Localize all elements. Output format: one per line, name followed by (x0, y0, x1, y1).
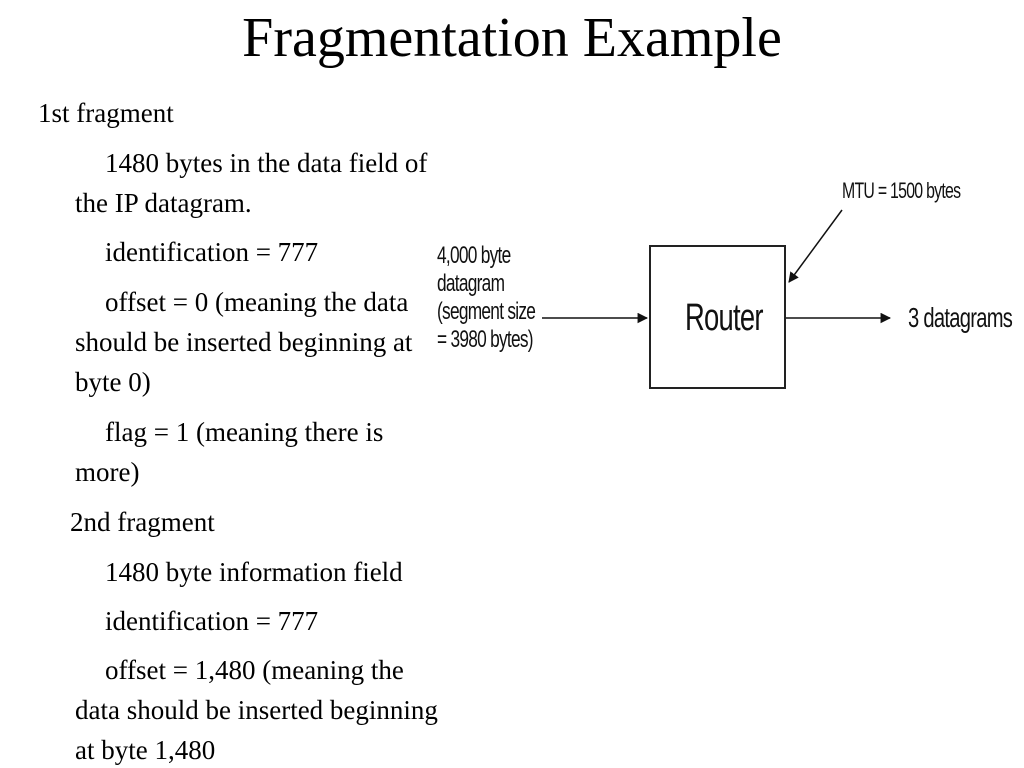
heading-first-fragment: 1st fragment (38, 98, 174, 128)
text-line: identification = 777 (105, 606, 319, 636)
mtu-arrow (788, 209, 843, 283)
text-line: byte 0) (75, 367, 151, 397)
text-line: 1480 byte information field (105, 557, 403, 587)
input-label: 4,000 byte datagram (segment size = 3980… (437, 242, 536, 353)
text-line: should be inserted beginning at (75, 327, 413, 357)
diagram-arrows (542, 209, 892, 324)
output-label: 3 datagrams (908, 302, 1013, 333)
text-line: flag = 1 (meaning there is (105, 417, 384, 447)
router-label: Router (685, 297, 764, 339)
text-line: the IP datagram. (75, 188, 252, 218)
text-line: data should be inserted beginning (75, 695, 438, 725)
text-line: more) (75, 457, 140, 487)
text-line: offset = 1,480 (meaning the (105, 655, 404, 685)
text-line: 1480 bytes in the data field of (105, 148, 428, 178)
mtu-label: MTU = 1500 bytes (842, 178, 961, 203)
text-line: identification = 777 (105, 237, 319, 267)
text-line: at byte 1,480 (75, 735, 216, 765)
router-box (649, 245, 786, 389)
router-diagram: 4,000 byte datagram (segment size = 3980… (432, 150, 1024, 410)
slide-title: Fragmentation Example (242, 7, 782, 69)
text-line: offset = 0 (meaning the data (105, 287, 409, 317)
heading-second-fragment: 2nd fragment (70, 507, 215, 537)
